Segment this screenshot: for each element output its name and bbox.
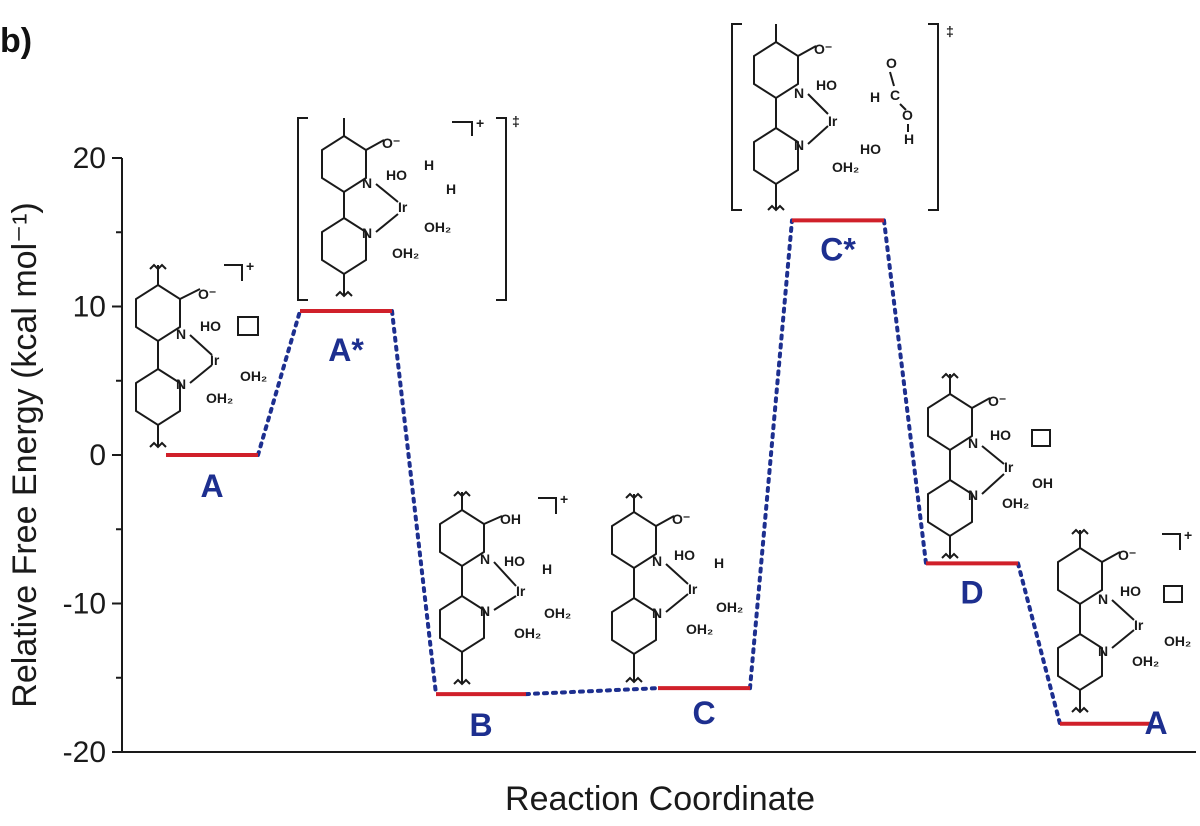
structure-A-star-l3: OH₂ <box>424 219 451 235</box>
structure-A-n2: N <box>176 376 186 392</box>
structure-D-l4: OH₂ <box>1002 495 1029 511</box>
structure-A: O⁻ N N Ir HO OH₂ OH₂ + <box>135 258 267 449</box>
y-tick-label: -10 <box>63 588 106 621</box>
structure-B: OH N N Ir HO H OH₂ OH₂ + <box>439 490 571 686</box>
structure-A-right-charge: + <box>1184 527 1192 543</box>
connector-line <box>524 686 660 697</box>
connector-line <box>256 308 302 457</box>
structure-B-n1: N <box>480 551 490 567</box>
connector-line <box>390 308 438 697</box>
state-bars <box>166 218 1152 726</box>
structure-C-star-f1: O <box>886 55 897 71</box>
structure-A-right-l1: HO <box>1120 583 1141 599</box>
connector-lines <box>256 218 1062 726</box>
structure-A-l1: HO <box>200 318 221 334</box>
structure-D-l3: OH <box>1032 475 1053 491</box>
structure-C-star-f3: O <box>902 107 913 123</box>
structure-C-o: O⁻ <box>672 511 690 527</box>
structure-A-right-n2: N <box>1098 643 1108 659</box>
structure-A-star: O⁻ N N Ir HO H H OH₂ OH₂ + ‡ <box>297 113 520 301</box>
structure-A-star-ir: Ir <box>398 199 408 215</box>
structure-A-star-charge: + <box>476 115 484 131</box>
structure-C-star-n2: N <box>794 137 804 153</box>
structure-C-l2: H <box>714 555 724 571</box>
state-label-c: C <box>692 695 715 731</box>
structure-D-o: O⁻ <box>988 393 1006 409</box>
structure-A-star-ts: ‡ <box>512 113 520 129</box>
structure-A-right-l3: OH₂ <box>1164 633 1191 649</box>
structure-A-star-l4: OH₂ <box>392 245 419 261</box>
structure-A-star-h1: H <box>424 157 434 173</box>
structure-B-n2: N <box>480 603 490 619</box>
structure-A-star-o: O⁻ <box>382 135 400 151</box>
structure-C-star-l1: HO <box>816 77 837 93</box>
structure-C-n2: N <box>652 605 662 621</box>
y-tick-label: 10 <box>73 291 106 324</box>
y-tick-label: 0 <box>89 439 106 472</box>
structure-A-star-h2: H <box>446 181 456 197</box>
structure-C: O⁻ N N Ir HO H OH₂ OH₂ <box>611 492 743 684</box>
structure-A-right-o: O⁻ <box>1118 547 1136 563</box>
structure-A-star-n1: N <box>362 175 372 191</box>
structure-A-l4: OH₂ <box>206 390 233 406</box>
structure-A-right-l4: OH₂ <box>1132 653 1159 669</box>
structure-A-ir: Ir <box>210 352 220 368</box>
structure-C-star-n1: N <box>794 85 804 101</box>
state-label-c-star: C* <box>820 231 856 267</box>
structure-C-star-o: O⁻ <box>814 41 832 57</box>
structure-D: O⁻ N N Ir HO OH OH₂ <box>927 372 1053 560</box>
state-label-a: A <box>200 468 223 504</box>
state-label-d: D <box>960 574 983 610</box>
structure-C-l4: OH₂ <box>686 621 713 637</box>
state-labels: A A* B C C* D A <box>200 231 1167 743</box>
structure-C-star-f5: H <box>904 131 914 147</box>
structure-C-star-f2: C <box>890 87 900 103</box>
panel-label: b) <box>0 22 32 60</box>
connector-line <box>882 218 928 566</box>
structure-A-star-l1: HO <box>386 167 407 183</box>
structure-B-o: OH <box>500 511 521 527</box>
connector-line <box>1016 561 1062 726</box>
structure-D-n2: N <box>968 487 978 503</box>
structure-C-star-l4: OH₂ <box>832 159 859 175</box>
structure-D-l1: HO <box>990 427 1011 443</box>
structure-C-l3: OH₂ <box>716 599 743 615</box>
structure-A-charge: + <box>246 258 254 274</box>
structure-A-right-ir: Ir <box>1134 617 1144 633</box>
structure-C-ir: Ir <box>688 581 698 597</box>
structure-C-star-ts: ‡ <box>946 23 954 39</box>
structure-C-star-l2: H <box>870 89 880 105</box>
structure-B-l3: OH₂ <box>544 605 571 621</box>
structure-A-star-n2: N <box>362 225 372 241</box>
structure-B-charge: + <box>560 491 568 507</box>
structure-B-l4: OH₂ <box>514 625 541 641</box>
y-tick-label: 20 <box>73 142 106 175</box>
structure-A-right: O⁻ N N Ir HO OH₂ OH₂ + <box>1057 527 1192 714</box>
structure-A-n1: N <box>176 326 186 342</box>
structure-A-l3: OH₂ <box>240 368 267 384</box>
structure-D-n1: N <box>968 435 978 451</box>
structure-C-star: O⁻ N N Ir HO H HO OH₂ O C O H ‡ <box>731 23 954 212</box>
structure-B-ir: Ir <box>516 583 526 599</box>
y-tick-label: -20 <box>63 736 106 769</box>
structure-B-l1: HO <box>504 553 525 569</box>
state-label-a: A <box>1144 705 1167 741</box>
y-ticks: 20 10 0 -10 -20 <box>63 142 122 769</box>
structure-C-star-l3: HO <box>860 141 881 157</box>
structure-A-o: O⁻ <box>198 286 216 302</box>
structure-C-n1: N <box>652 553 662 569</box>
state-label-a-star: A* <box>328 332 364 368</box>
x-axis-title: Reaction Coordinate <box>505 780 815 818</box>
structure-A-right-n1: N <box>1098 591 1108 607</box>
structure-C-l1: HO <box>674 547 695 563</box>
structure-B-l2: H <box>542 561 552 577</box>
connector-line <box>748 218 794 691</box>
structure-D-ir: Ir <box>1004 459 1014 475</box>
structure-C-star-ir: Ir <box>828 113 838 129</box>
y-axis-title: Relative Free Energy (kcal mol⁻¹) <box>6 202 44 707</box>
state-label-b: B <box>469 707 492 743</box>
